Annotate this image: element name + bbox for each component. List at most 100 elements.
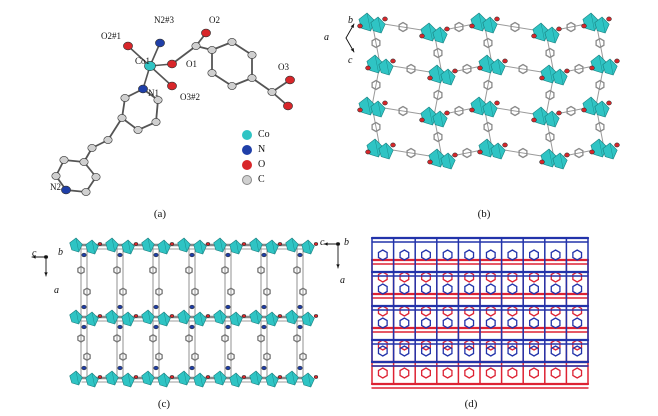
pyridine-ring — [185, 333, 193, 343]
carbon-atom — [103, 136, 113, 144]
oxygen-atom — [357, 23, 363, 29]
oxygen-atom — [313, 242, 319, 246]
polyhedron-edge — [609, 58, 614, 76]
framework-view-b — [345, 12, 620, 170]
oxygen-atom — [205, 314, 211, 318]
blue-net-ring — [399, 345, 410, 357]
blue-net-ring — [377, 283, 388, 295]
nitrogen-atom — [297, 324, 303, 330]
oxygen-atom — [365, 65, 371, 71]
polyhedron-edge — [291, 237, 296, 253]
blue-net-ring — [572, 249, 583, 261]
polyhedron-edge — [127, 311, 132, 327]
blue-net-ring — [550, 249, 561, 261]
nitrogen-atom — [153, 252, 159, 258]
nitrogen-atom — [117, 304, 123, 310]
polyhedron-edge — [486, 138, 491, 158]
atom-label-o1: O1 — [186, 59, 197, 69]
atom-label-o3-2: O3#2 — [180, 92, 200, 102]
nitrogen-atom — [189, 252, 195, 258]
legend-swatch-c — [242, 175, 252, 185]
blue-net-ring — [464, 249, 475, 261]
polyhedron-edge — [307, 239, 312, 255]
axis-arrow-c-head — [32, 255, 36, 259]
polyhedron-edge — [548, 64, 553, 84]
polyhedron-edge — [91, 372, 96, 388]
cobalt-polyhedron — [265, 372, 279, 388]
atom-label-n2: N2 — [50, 182, 61, 192]
caption-b: (b) — [477, 208, 491, 220]
carbon-atom — [59, 156, 69, 164]
polyhedron-edge — [366, 96, 371, 116]
red-net-ring — [507, 339, 518, 351]
oxygen-atom — [502, 58, 508, 64]
red-net-ring — [442, 367, 453, 379]
caption-c: (c) — [157, 398, 171, 410]
oxygen-atom — [494, 16, 500, 22]
oxygen-atom — [313, 375, 319, 379]
red-net-ring — [464, 367, 475, 379]
cobalt-polyhedron — [478, 138, 496, 158]
polyhedron-edge — [111, 237, 116, 253]
oxygen-atom — [477, 65, 483, 71]
carbon-atom — [117, 114, 127, 122]
cobalt-polyhedron — [69, 309, 83, 325]
oxygen-atom — [390, 58, 396, 64]
legend-swatch-o — [242, 160, 252, 170]
red-net-ring — [421, 271, 431, 283]
cobalt-polyhedron — [105, 237, 119, 253]
carbon-atom — [79, 158, 89, 166]
polyhedron-edge — [255, 237, 260, 253]
polyhedron-edge — [366, 12, 371, 32]
nitrogen-atom — [261, 324, 267, 330]
polyhedron-edge — [75, 309, 80, 325]
linker-ring — [574, 63, 584, 75]
blue-net-ring — [572, 345, 583, 357]
oxygen-atom — [469, 23, 475, 29]
cobalt-polyhedron — [229, 311, 243, 327]
axis-label-d-a: a — [340, 275, 345, 286]
cobalt-polyhedron — [213, 237, 227, 253]
cobalt-polyhedron — [594, 16, 610, 34]
caption-d: (d) — [464, 398, 478, 410]
nitrogen-atom — [81, 324, 87, 330]
cobalt-polyhedron — [582, 96, 600, 116]
polyhedron-edge — [598, 54, 603, 74]
nitrogen-atom — [189, 365, 195, 371]
carbon-atom — [227, 82, 237, 90]
pyridine-ring — [263, 287, 271, 297]
oxygen-atom — [283, 101, 293, 111]
polyhedron-edge — [91, 239, 96, 255]
cobalt-polyhedron — [249, 370, 263, 386]
red-net-ring — [485, 271, 496, 283]
polyhedron-edge — [559, 152, 564, 170]
linker-ring — [398, 21, 408, 33]
red-net-ring — [485, 339, 496, 351]
legend-item-o: O — [242, 160, 265, 170]
oxygen-atom — [531, 33, 537, 39]
oxygen-atom — [365, 149, 371, 155]
red-net-ring — [550, 367, 561, 379]
carbon-atom — [133, 126, 143, 134]
polyhedron-edge — [559, 68, 564, 86]
cobalt-polyhedron — [420, 22, 438, 42]
polyhedron-edge — [219, 309, 224, 325]
panel-d: c b a (d) — [320, 230, 658, 416]
oxygen-atom — [169, 242, 175, 246]
linker-ring — [566, 21, 576, 33]
blue-net-ring — [377, 317, 388, 329]
cobalt-polyhedron — [229, 372, 243, 388]
cobalt-polyhedron — [482, 16, 498, 34]
cobalt-polyhedron — [582, 12, 600, 32]
red-net-ring — [529, 367, 539, 379]
carbon-atom — [227, 38, 237, 46]
pyridine-ring — [119, 352, 127, 362]
legend-item-c: C — [242, 175, 265, 185]
polyhedron-edge — [75, 237, 80, 253]
nitrogen-atom — [261, 365, 267, 371]
cobalt-polyhedron — [440, 68, 456, 86]
cobalt-polyhedron — [213, 370, 227, 386]
polyhedron-edge — [127, 372, 132, 388]
nitrogen-atom — [117, 365, 123, 371]
nitrogen-atom — [261, 304, 267, 310]
